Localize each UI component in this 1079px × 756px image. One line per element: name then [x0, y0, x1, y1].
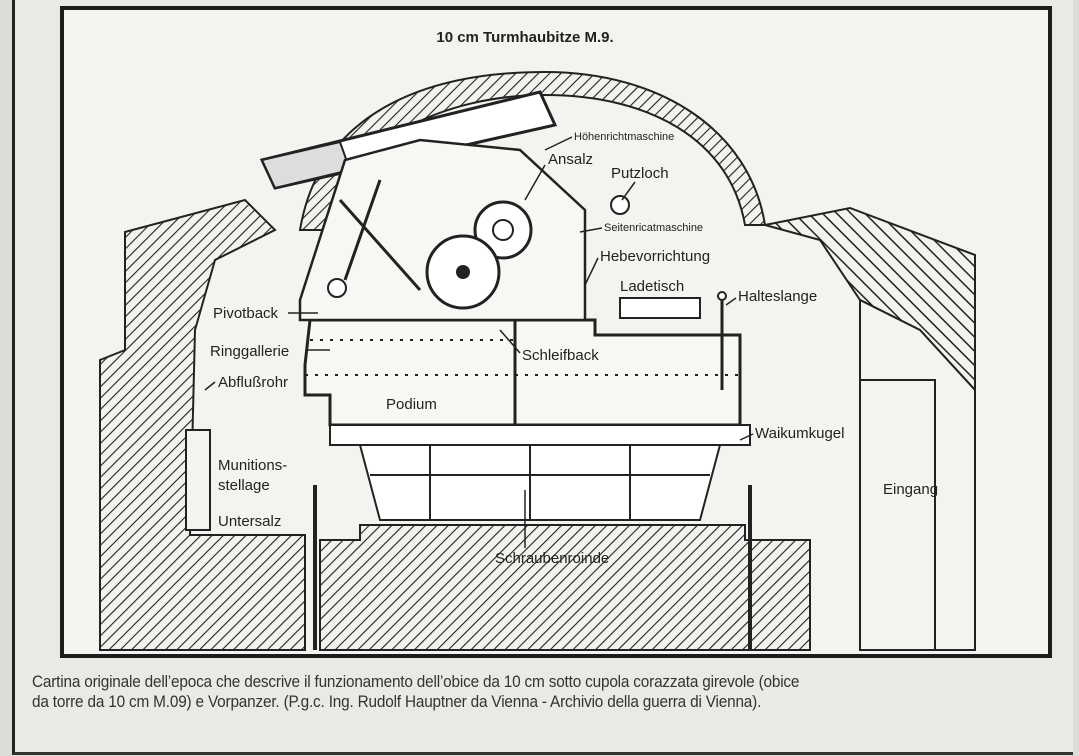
label-schleifback: Schleifback: [522, 347, 599, 364]
label-munitions-2: stellage: [218, 477, 270, 494]
caption-line-2: da torre da 10 cm M.09) e Vorpanzer. (P.…: [32, 693, 762, 711]
label-putzloch: Putzloch: [611, 165, 669, 182]
label-hoehenrichtmaschine: Höhenrichtmaschine: [574, 131, 674, 143]
label-eingang: Eingang: [883, 481, 938, 498]
label-seitenrichtmaschine: Seitenricatmaschine: [604, 222, 703, 234]
putzloch-hole: [610, 195, 630, 215]
howitzer: [259, 90, 630, 322]
label-schraubenroinde: Schraubenroinde: [495, 550, 609, 567]
foundation: [313, 485, 811, 651]
vorpanzer-right: [764, 206, 976, 651]
podium: [303, 291, 751, 521]
label-untersalz: Untersalz: [218, 513, 281, 530]
label-waikumkugel: Waikumkugel: [755, 425, 844, 442]
ladetisch-table: [619, 297, 701, 319]
label-abflussrohr: Abflußrohr: [218, 374, 288, 391]
label-pivotback: Pivotback: [213, 305, 279, 322]
label-hebevorrichtung: Hebevorrichtung: [600, 248, 710, 265]
label-munitions-1: Munitions-: [218, 457, 287, 474]
munitions-stellage: [185, 429, 211, 531]
label-halteslange: Halteslange: [738, 288, 817, 305]
diagram-title: 10 cm Turmhaubitze M.9.: [436, 29, 613, 46]
label-ladetisch: Ladetisch: [620, 278, 684, 295]
leader-lines: [204, 136, 754, 548]
caption: Cartina originale dell’epoca che descriv…: [32, 672, 990, 712]
label-ringgallerie: Ringgallerie: [210, 343, 289, 360]
caption-line-1: Cartina originale dell’epoca che descriv…: [32, 673, 800, 691]
label-podium: Podium: [386, 396, 437, 413]
label-ansalz: Ansalz: [548, 151, 593, 168]
vorpanzer-left: [99, 198, 306, 651]
